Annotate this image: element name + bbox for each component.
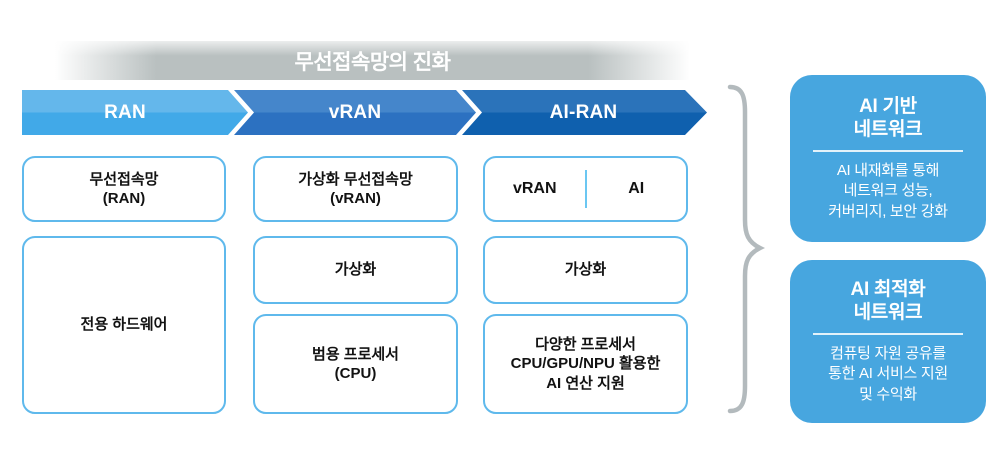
evolution-arrow: RAN vRAN AI-RAN [0,90,1000,135]
airan-box-virtualization: 가상화 [483,236,688,304]
arrow-segment-ran-label: RAN [104,101,146,123]
box-line: (vRAN) [330,190,381,207]
title-banner: 무선접속망의 진화 [55,41,690,80]
box-line: 가상화 [564,261,607,279]
outcome-title-line: AI 최적화 [850,278,926,300]
box-line: (RAN) [102,190,146,207]
outcome-card-ai-optimized-network: AI 최적화 네트워크 컴퓨팅 자원 공유를 통한 AI 서비스 지원 및 수익… [790,260,986,423]
vran-box-virtualization: 가상화 [253,236,458,304]
outcome-body-line: 네트워크 성능, [843,182,933,200]
box-line: 가상화 무선접속망 [298,170,413,188]
box-line: CPU/GPU/NPU 활용한 [510,355,661,373]
box-line: AI 연산 지원 [546,374,625,392]
box-line: 가상화 [334,261,377,279]
split-divider [584,170,587,208]
box-line: (CPU) [334,365,377,382]
vran-box-virtualized-ran: 가상화 무선접속망 (vRAN) [253,156,458,222]
box-line: 무선접속망 [89,170,159,188]
box-line: 전용 하드웨어 [80,316,168,334]
split-left-label: vRAN [512,179,557,197]
title-banner-text: 무선접속망의 진화 [294,50,451,74]
vran-ai-split: vRAN AI [485,158,686,220]
box-line: 다양한 프로세서 [535,335,636,353]
arrow-segment-airan-label: AI-RAN [549,101,618,123]
arrow-segment-vran: vRAN [234,90,476,135]
split-right-label: AI [628,179,645,197]
outcome-title-line: AI 기반 [859,95,917,117]
airan-box-vran-ai: vRAN AI [483,156,688,222]
outcome-card-ai-based-network: AI 기반 네트워크 AI 내재화를 통해 네트워크 성능, 커버리지, 보안 … [790,75,986,242]
outcome-title-line: 네트워크 [853,301,923,323]
outcome-body-line: 컴퓨팅 자원 공유를 [830,345,946,363]
vran-box-general-processor: 범용 프로세서 (CPU) [253,314,458,414]
curly-brace-icon [727,84,766,414]
outcome-body-line: 및 수익화 [859,385,917,403]
airan-box-processors: 다양한 프로세서 CPU/GPU/NPU 활용한 AI 연산 지원 [483,314,688,414]
arrow-segment-ran: RAN [22,90,248,135]
outcome-title-line: 네트워크 [853,118,923,140]
outcome-body-line: 통한 AI 서비스 지원 [828,365,948,383]
outcome-body-line: 커버리지, 보안 강화 [828,202,948,220]
arrow-segment-airan: AI-RAN [462,90,707,135]
ran-box-dedicated-hardware: 전용 하드웨어 [22,236,226,414]
box-line: 범용 프로세서 [312,345,399,363]
outcome-body-line: AI 내재화를 통해 [836,162,940,180]
arrow-segment-vran-label: vRAN [328,101,382,123]
outcome-divider [813,150,963,153]
ran-box-wireless-access: 무선접속망 (RAN) [22,156,226,222]
outcome-divider [813,333,963,336]
